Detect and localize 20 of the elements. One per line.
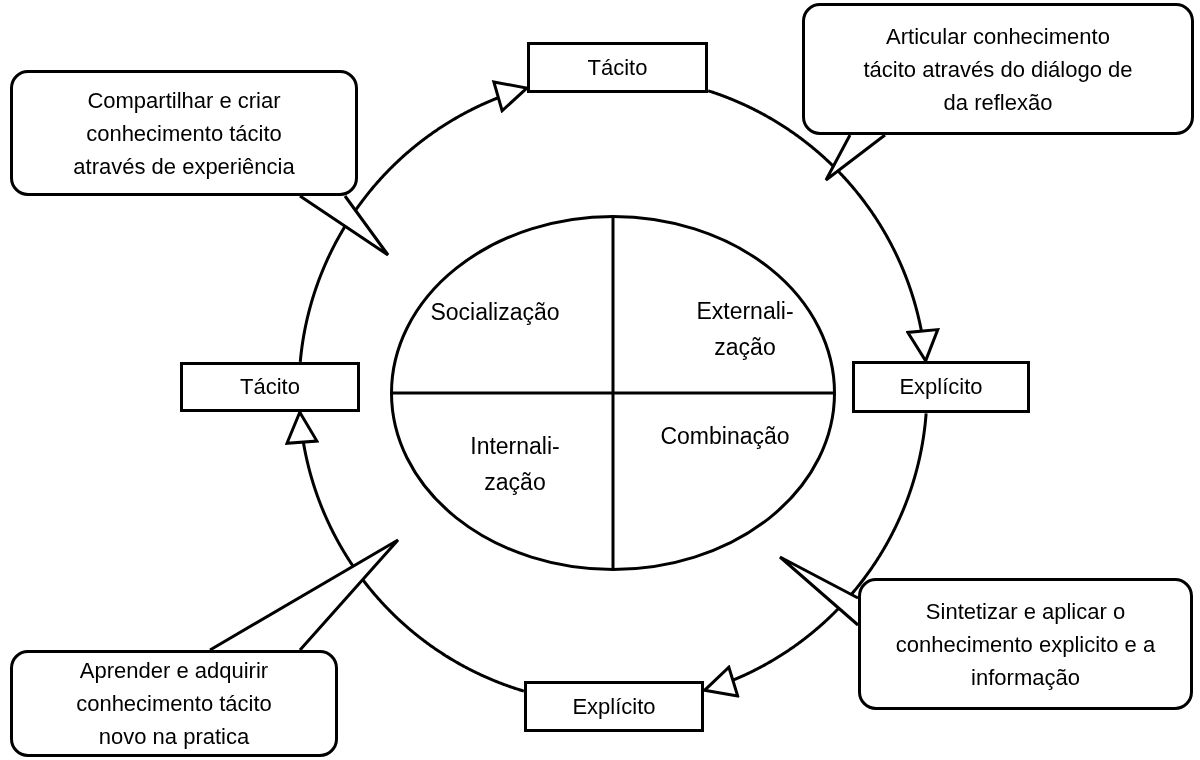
- quadrant-label: Combinação: [660, 422, 790, 452]
- quadrant-label: Internali- zação: [469, 432, 561, 497]
- cycle-arrow: [298, 80, 529, 363]
- state-box: Tácito: [527, 42, 708, 93]
- quadrant-label: Externali- zação: [695, 297, 795, 362]
- callout-text: Articular conhecimento tácito através do diálogo de da reflexão: [862, 22, 1134, 117]
- callout-text: Compartilhar e criar conhecimento tácito através de experiência: [72, 86, 296, 181]
- callout-text: Sintetizar e aplicar o conhecimento explicito e a informação: [894, 597, 1157, 692]
- quadrant-label: Socialização: [430, 298, 560, 328]
- state-box: Tácito: [180, 362, 360, 412]
- callout-box: [10, 650, 338, 757]
- callout-box: [858, 578, 1193, 710]
- state-box: Explícito: [524, 681, 704, 732]
- callout-box: [802, 3, 1194, 135]
- state-box: Explícito: [852, 361, 1030, 413]
- callout-text: Aprender e adquirir conhecimento tácito novo na pratica: [75, 657, 273, 751]
- cycle-arrow: [285, 410, 525, 693]
- callout-box: [10, 70, 358, 196]
- cycle-arrow: [703, 412, 928, 698]
- cycle-arrow: [707, 89, 940, 363]
